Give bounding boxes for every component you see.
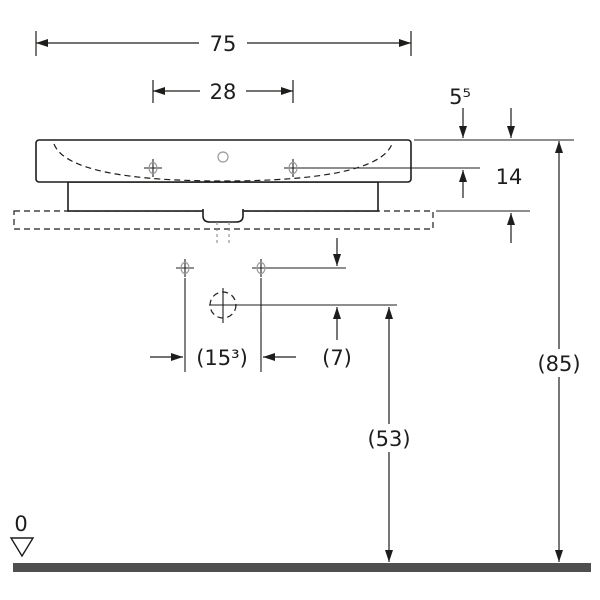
dim-rim-height-label: (85) (537, 352, 580, 376)
dim-tap-spacing: 28 (152, 78, 294, 104)
water-supply-left-icon (176, 259, 194, 277)
dim-supply-spacing: (15³) (150, 278, 296, 372)
floor-datum: 0 (9, 512, 591, 572)
countertop-outline (13, 210, 434, 230)
dim-drain-height-label: (53) (367, 427, 410, 451)
washbasin-body (35, 139, 412, 243)
basin-rim-outline (35, 139, 412, 183)
dim-label-mask (530, 349, 588, 377)
dim-label-mask (199, 30, 247, 56)
floor-line (13, 563, 591, 572)
overflow-hole-icon (217, 151, 229, 163)
dim-label-mask (360, 424, 418, 452)
dim-supply-to-drain: (7) (237, 238, 397, 370)
dim-rim-to-tap-label: 5⁵ (449, 85, 471, 109)
floor-level-label: 0 (14, 512, 27, 536)
dim-overall-width-label: 75 (210, 32, 237, 56)
dim-rim-to-tap: 5⁵ (449, 85, 471, 198)
drain-outlet-icon (209, 288, 237, 323)
tap-hole-right-icon (284, 159, 302, 177)
dim-supply-to-drain-label: (7) (322, 346, 352, 370)
dim-basin-height: 14 (496, 108, 523, 243)
dim-rim-height: (85) (530, 141, 588, 562)
countertop-dashed-zone (13, 210, 434, 230)
tap-hole-left-icon (144, 159, 162, 177)
dim-overall-width: 75 (35, 30, 412, 56)
drain-trap-cup (202, 209, 244, 223)
dim-basin-height-label: 14 (496, 165, 523, 189)
dim-supply-spacing-label: (15³) (196, 346, 248, 370)
inner-bowl-dashed-outline (53, 143, 393, 182)
dim-drain-height: (53) (360, 307, 418, 562)
dim-label-mask (200, 78, 246, 104)
basin-pedestal (67, 181, 379, 212)
datum-triangle-icon (9, 537, 35, 558)
water-supply-right-icon (252, 259, 270, 277)
dim-tap-spacing-label: 28 (210, 80, 237, 104)
connection-points (176, 259, 270, 323)
